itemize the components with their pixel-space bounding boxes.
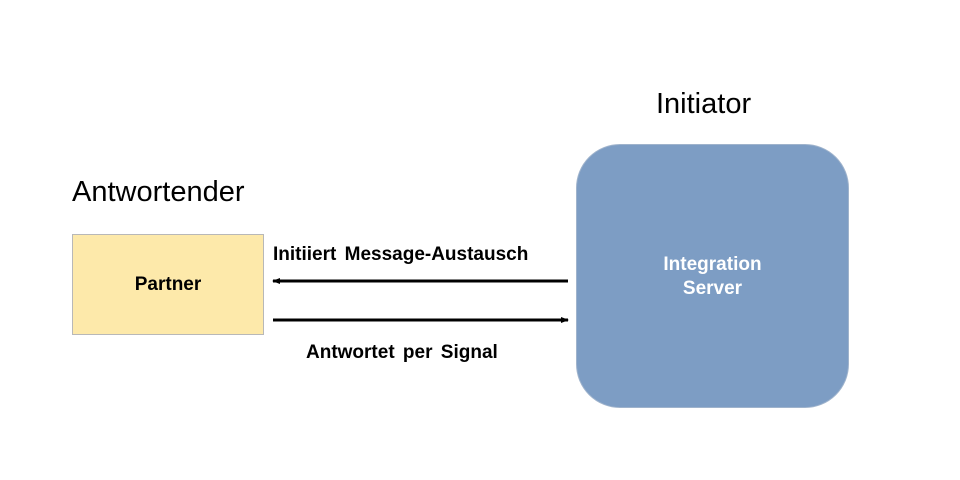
server-label-line1: Integration bbox=[663, 254, 762, 275]
partner-label: Partner bbox=[134, 273, 202, 295]
responder-heading: Antwortender bbox=[72, 176, 245, 208]
integration-server-label: Integration Server bbox=[577, 253, 848, 301]
integration-server-node: Integration Server bbox=[576, 144, 849, 408]
server-label-line2: Server bbox=[682, 278, 743, 299]
initiates-exchange-label: Initiiert Message-Austausch bbox=[273, 244, 529, 265]
initiator-heading: Initiator bbox=[656, 88, 752, 120]
responds-signal-label: Antwortet per Signal bbox=[306, 342, 498, 363]
partner-node: Partner bbox=[72, 234, 264, 335]
